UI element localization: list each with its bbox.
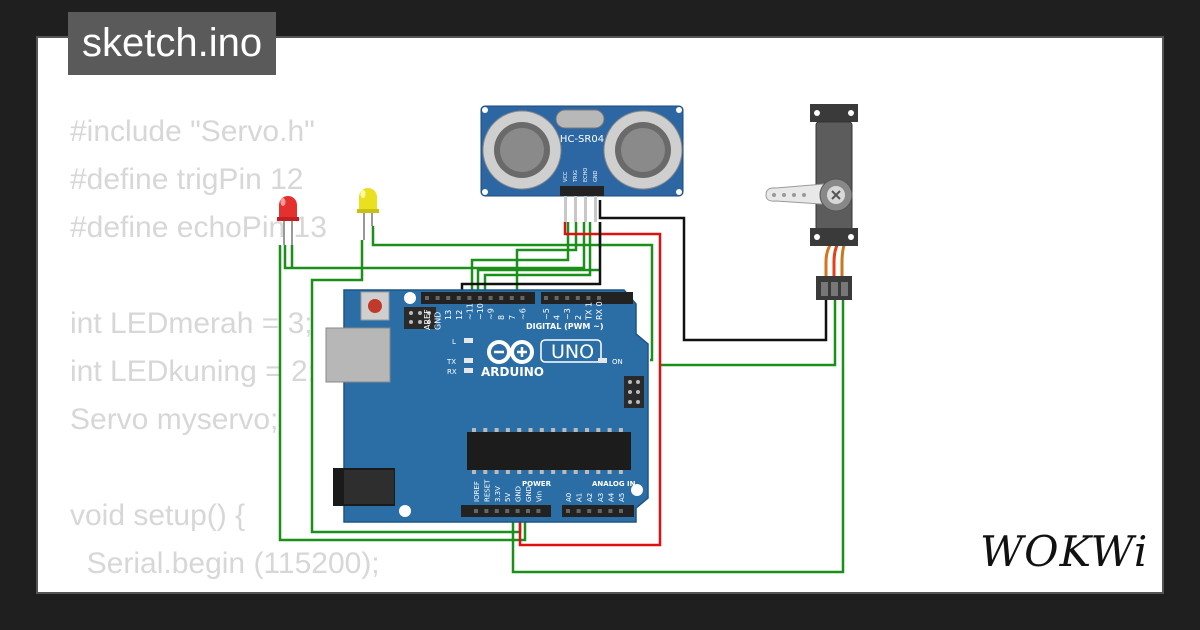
sensor-model-label: HC-SR04 [560, 134, 604, 145]
power-pin-label: 5V [504, 493, 512, 502]
digital-pin-label: 12 [455, 310, 464, 320]
led-rx-label: RX [447, 368, 457, 376]
code-line: Serial.begin (115200); [70, 547, 380, 580]
sensor-pin-gnd-label: GND [593, 170, 599, 182]
digital-pin-label: AREF [423, 309, 432, 330]
wire-led-yellow-signal [371, 226, 654, 362]
sensor-pin-trig-label: TRIG [573, 170, 579, 183]
digital-pin-label: ~5 [542, 308, 551, 320]
arduino-logo-icon [487, 340, 534, 364]
led-on-label: ON [612, 358, 623, 366]
transducer-left [482, 110, 562, 190]
wire-servo-power [598, 200, 828, 342]
power-pin-label: Vin [535, 491, 543, 502]
digital-pin-label: ~10 [476, 303, 485, 320]
wire-led-red-ground [278, 245, 527, 542]
sensor-pin-vcc-label: VCC [563, 171, 569, 182]
power-pin-label: GND [525, 486, 533, 502]
digital-label: DIGITAL (PWM ~) [526, 322, 604, 331]
digital-pin-label: 8 [497, 315, 506, 320]
wire-servo-ground [511, 298, 845, 574]
code-line: #include "Servo.h" [70, 115, 315, 148]
led-red[interactable] [277, 196, 299, 245]
digital-pin-label: GND [434, 312, 443, 330]
arduino-brand: ARDUINO [481, 365, 544, 379]
led-tx-label: TX [446, 358, 456, 366]
power-pin-label: RESET [483, 479, 491, 502]
digital-pin-label: ~3 [563, 308, 572, 320]
transducer-right [603, 110, 683, 190]
analog-pin-label: A4 [607, 492, 615, 502]
code-line: int LEDkuning = 2; [70, 355, 316, 388]
analog-pin-label: A3 [597, 493, 605, 502]
digital-pin-label: ~6 [518, 308, 527, 320]
wire-servo-signal [660, 298, 837, 367]
digital-pin-label: ~11 [465, 303, 474, 320]
power-pin-label: 3.3V [494, 486, 502, 502]
led-yellow[interactable] [357, 188, 379, 240]
digital-pin-label: 2 [574, 315, 583, 320]
digital-pin-label: 13 [444, 310, 453, 320]
code-line: void setup() { [70, 499, 246, 532]
digital-pin-label: 7 [508, 315, 517, 320]
wire-vcc [518, 222, 662, 547]
analog-pin-label: A5 [618, 493, 626, 502]
wire-echo [470, 222, 570, 297]
code-line: #define trigPin 12 [70, 163, 304, 196]
analog-pin-label: A1 [576, 493, 584, 502]
code-preview: #include "Servo.h" #define trigPin 12 #def… [70, 108, 455, 592]
code-line: #define echoPin 13 [70, 211, 327, 244]
ultrasonic-sensor[interactable]: HC-SR04 VCC TRIG ECHO GND [480, 105, 684, 222]
digital-pin-label: TX 1 [584, 302, 593, 321]
sensor-pin-echo-label: ECHO [583, 168, 589, 182]
digital-pin-label: ~9 [487, 308, 496, 320]
arduino-model: UNO [551, 341, 594, 363]
power-pin-label: IOREF [473, 481, 481, 502]
led-l-label: L [452, 338, 456, 346]
power-pin-label: GND [515, 486, 523, 502]
sketch-tab[interactable]: sketch.ino [68, 12, 277, 75]
analog-pin-label: A0 [565, 493, 573, 502]
wokwi-logo: WOKWi [980, 527, 1148, 576]
analog-label: ANALOG IN [592, 480, 636, 488]
wire-trig [515, 222, 578, 297]
wires [278, 200, 848, 574]
usb-port [325, 327, 391, 383]
power-label: POWER [522, 480, 552, 488]
code-line: int LEDmerah = 3; [70, 307, 313, 340]
digital-pin-label: RX 0 [595, 301, 604, 320]
servo-motor[interactable] [765, 104, 858, 300]
digital-pin-label: 4 [553, 315, 562, 320]
analog-pin-label: A2 [586, 493, 594, 502]
microcontroller-chip [467, 432, 631, 470]
code-line: Servo myservo; [70, 403, 279, 436]
